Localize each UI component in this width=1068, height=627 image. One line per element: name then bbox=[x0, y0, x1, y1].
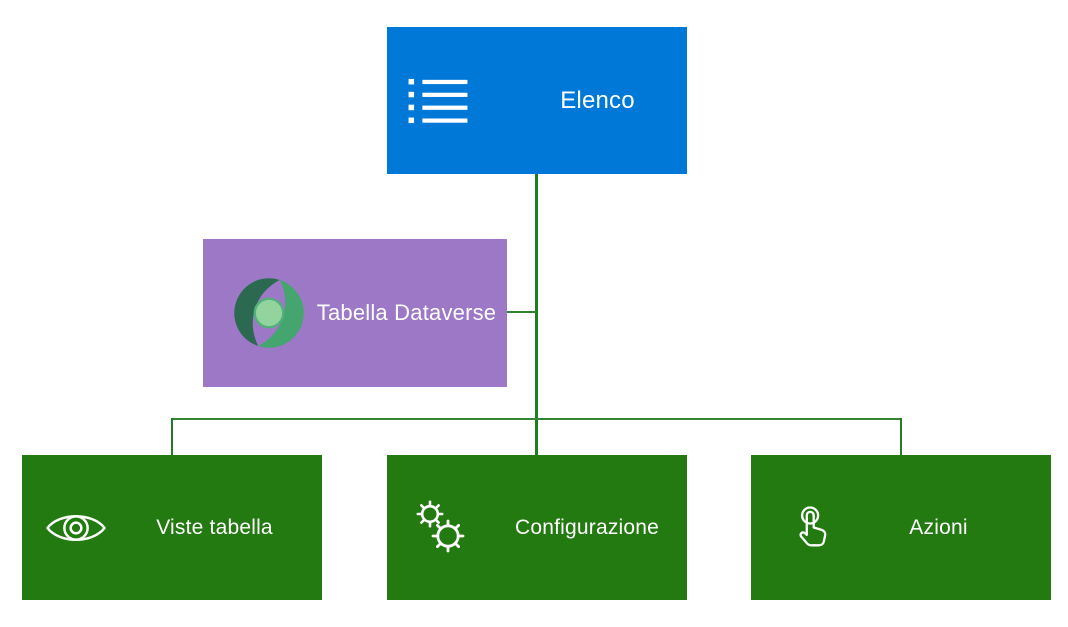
connector-drop-left bbox=[171, 418, 173, 455]
node-tabella-dataverse: Tabella Dataverse bbox=[203, 239, 507, 387]
connector-drop-right bbox=[900, 418, 902, 455]
node-viste-tabella-label: Viste tabella bbox=[156, 515, 273, 539]
node-azioni-label: Azioni bbox=[909, 515, 968, 539]
list-icon bbox=[408, 78, 468, 124]
connector-branch-horizontal bbox=[171, 418, 902, 420]
node-elenco: Elenco bbox=[387, 27, 687, 174]
node-elenco-label: Elenco bbox=[560, 86, 635, 114]
node-viste-tabella: Viste tabella bbox=[22, 455, 322, 600]
node-configurazione: Configurazione bbox=[387, 455, 687, 600]
node-azioni: Azioni bbox=[751, 455, 1051, 600]
node-tabella-dataverse-label: Tabella Dataverse bbox=[316, 300, 497, 325]
connector-dataverse-link bbox=[507, 311, 536, 313]
node-configurazione-label: Configurazione bbox=[514, 515, 660, 539]
tap-icon bbox=[791, 503, 836, 553]
connector-root-vertical bbox=[535, 174, 538, 455]
gears-icon bbox=[415, 499, 471, 557]
dataverse-logo-icon bbox=[232, 276, 306, 350]
eye-icon bbox=[45, 508, 107, 548]
